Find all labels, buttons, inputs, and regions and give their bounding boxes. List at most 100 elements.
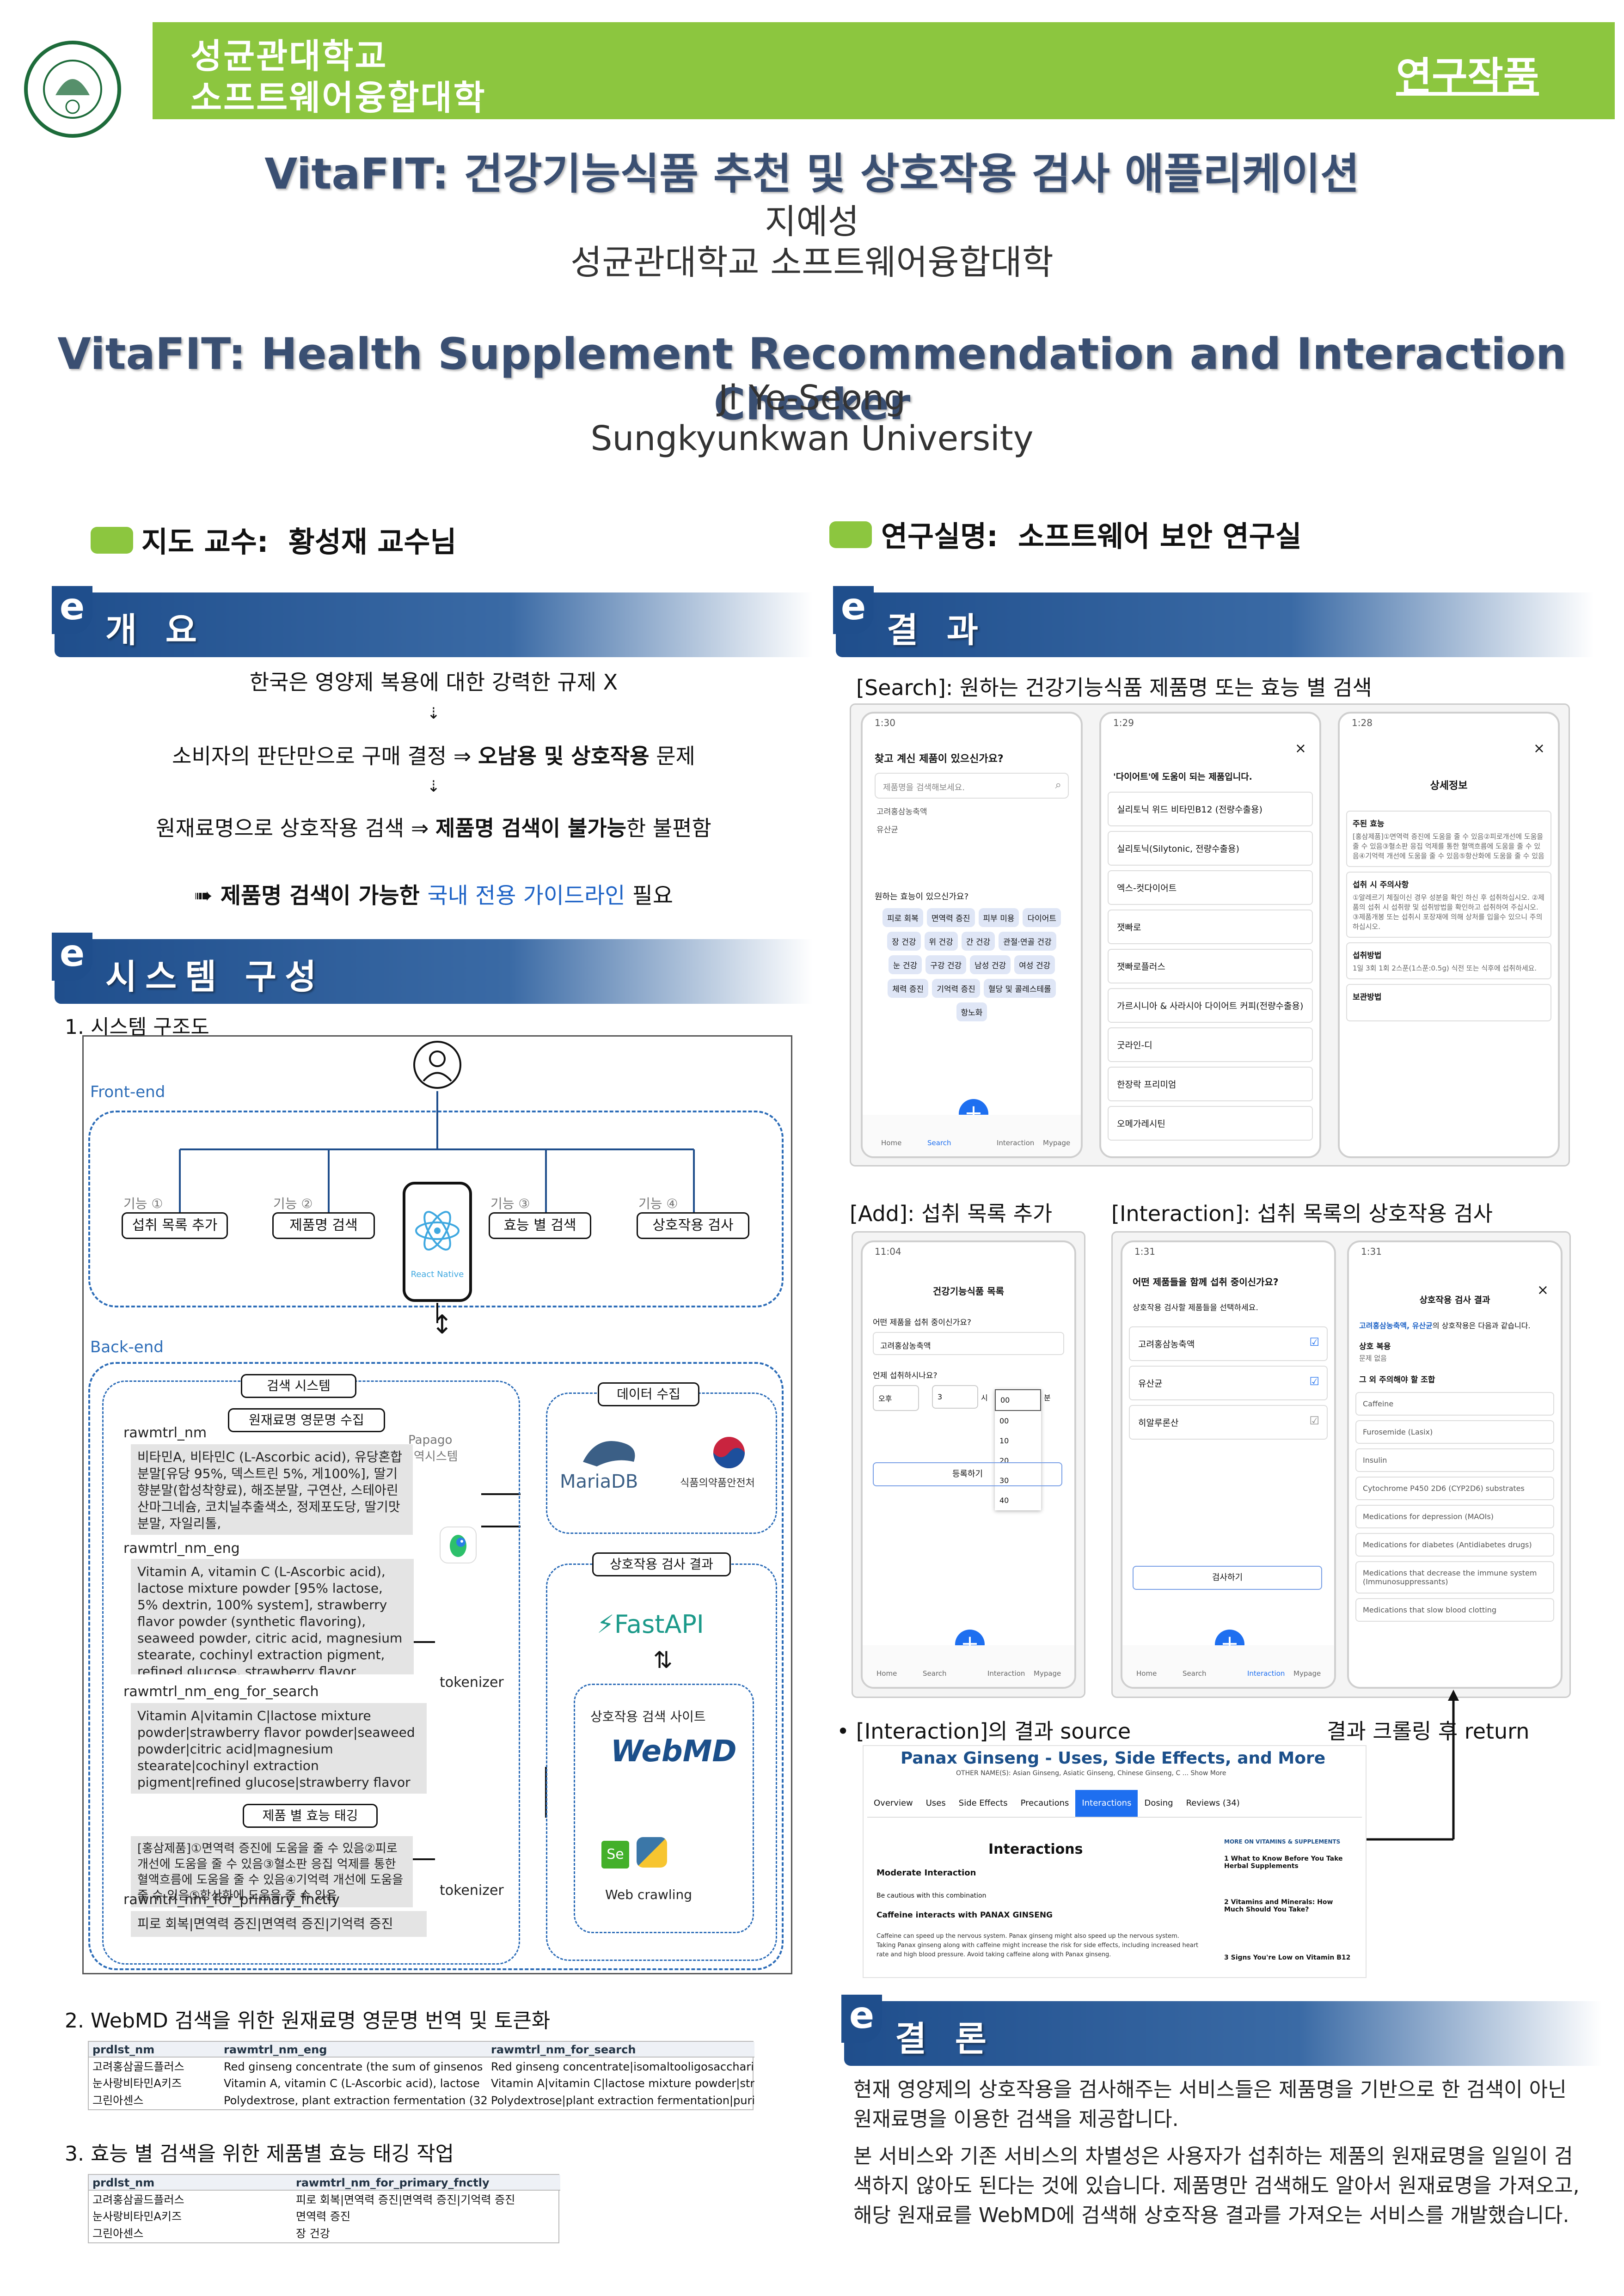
tab[interactable]: Reviews (34) <box>1186 1798 1240 1808</box>
effect-chip[interactable]: 면역력 증진 <box>926 908 975 927</box>
webmd-side-1[interactable]: 1 What to Know Before You Take Herbal Su… <box>1224 1855 1343 1870</box>
webmd-side-2[interactable]: 2 Vitamins and Minerals: How Much Should… <box>1224 1899 1333 1913</box>
backend-label: Back-end <box>90 1338 164 1356</box>
minute-option[interactable]: 00 <box>999 1417 1009 1425</box>
product-item[interactable]: 잿빠로플러스 <box>1108 949 1313 983</box>
section-e-icon: e <box>52 586 92 634</box>
combo-item[interactable]: Medications that decrease the immune sys… <box>1355 1561 1554 1594</box>
minute-option[interactable]: 40 <box>999 1496 1009 1505</box>
tab[interactable]: Overview <box>874 1798 913 1808</box>
system-title: 시스템 구성 <box>105 957 325 997</box>
nav-home[interactable]: Home <box>1136 1669 1157 1678</box>
table-cell: 고려홍삼골드플러스 <box>92 2193 184 2206</box>
combo-item[interactable]: Furosemide (Lasix) <box>1355 1420 1554 1444</box>
combo-item[interactable]: Medications that slow blood clotting <box>1355 1598 1554 1622</box>
product-item[interactable]: 가르시니아 & 사라시아 다이어트 커피(전량수출용) <box>1108 988 1313 1023</box>
minute-option[interactable]: 30 <box>999 1476 1009 1485</box>
effect-chip[interactable]: 다이어트 <box>1023 908 1061 927</box>
college-name-line2: 소프트웨어융합대학 <box>190 78 486 118</box>
col-header[interactable]: prdlst_nm <box>89 2042 220 2058</box>
product-item[interactable]: 실리토닉 위드 비타민B12 (전량수출용) <box>1108 792 1313 826</box>
interaction-caption: [Interaction]: 섭취 목록의 상호작용 검사 <box>1111 1201 1493 1226</box>
col-header[interactable]: rawmtrl_nm_eng <box>220 2042 487 2058</box>
nav-mypage[interactable]: Mypage <box>1034 1669 1061 1678</box>
nav-mypage[interactable]: Mypage <box>1293 1669 1321 1678</box>
tab[interactable]: Uses <box>925 1798 946 1808</box>
col-header[interactable]: rawmtrl_nm_for_primary_fnctly <box>292 2175 560 2191</box>
effect-chip[interactable]: 구강 건강 <box>925 955 967 974</box>
lab-marker <box>829 521 872 548</box>
effect-chip[interactable]: 기억력 증진 <box>932 979 980 998</box>
tab[interactable]: Precautions <box>1020 1798 1069 1808</box>
user-icon <box>413 1041 461 1089</box>
ampm-select[interactable]: 오후 <box>873 1385 919 1411</box>
checkbox-checked-icon[interactable]: ☑ <box>1309 1336 1319 1349</box>
nav-search[interactable]: Search <box>923 1669 947 1678</box>
nav-interaction[interactable]: Interaction <box>997 1139 1035 1147</box>
effect-chip[interactable]: 간 건강 <box>961 932 995 951</box>
check-button[interactable]: 검사하기 <box>1133 1566 1322 1590</box>
minute-selected[interactable]: 00 <box>995 1389 1041 1411</box>
nav-search[interactable]: Search <box>1183 1669 1207 1678</box>
select-item[interactable]: 고려홍삼농축액☑ <box>1129 1326 1328 1361</box>
results-title: 결 과 <box>887 611 987 650</box>
register-button[interactable]: 등록하기 <box>873 1462 1062 1486</box>
combo-item[interactable]: Caffeine <box>1355 1392 1554 1416</box>
effect-chip[interactable]: 장 건강 <box>887 932 921 951</box>
tab[interactable]: Side Effects <box>958 1798 1008 1808</box>
effect-chip[interactable]: 혈당 및 콜레스테롤 <box>983 979 1056 998</box>
select-item[interactable]: 유산균☑ <box>1129 1366 1328 1400</box>
tab[interactable]: Dosing <box>1144 1798 1173 1808</box>
table-cell: 피로 회복|면역력 증진|면역력 증진|기억력 증진 <box>296 2193 515 2206</box>
table-caption-2: 2. WebMD 검색을 위한 원재료명 영문명 번역 및 토큰화 <box>65 2009 551 2033</box>
recent-search[interactable]: 유산균 <box>876 825 898 835</box>
effect-chip[interactable]: 피로 회복 <box>882 908 923 927</box>
product-item[interactable]: 잿빠로 <box>1108 910 1313 944</box>
effect-chip[interactable]: 관절·연골 건강 <box>999 932 1056 951</box>
checkbox-icon[interactable]: ☑ <box>1309 1414 1319 1427</box>
effect-chip[interactable]: 남성 건강 <box>970 955 1011 974</box>
effect-chip[interactable]: 항노화 <box>956 1002 987 1021</box>
combo-item[interactable]: Insulin <box>1355 1448 1554 1472</box>
effect-chip[interactable]: 피부 미용 <box>978 908 1019 927</box>
hour-select[interactable]: 3 <box>932 1385 978 1409</box>
combo-item[interactable]: Medications for depression (MAOIs) <box>1355 1505 1554 1528</box>
nav-mypage[interactable]: Mypage <box>1043 1139 1071 1147</box>
nav-interaction[interactable]: Interaction <box>987 1669 1025 1678</box>
effect-result-phone: 1:29 × '다이어트'에 도움이 되는 제품입니다. 실리토닉 위드 비타민… <box>1099 712 1321 1158</box>
combo-item[interactable]: Medications for diabetes (Antidiabetes d… <box>1355 1533 1554 1557</box>
product-item[interactable]: 오메가레시틴 <box>1108 1106 1313 1141</box>
col-header[interactable]: rawmtrl_nm_for_search <box>487 2042 754 2058</box>
nav-interaction[interactable]: Interaction <box>1247 1669 1285 1678</box>
react-native-label: React Native <box>411 1270 464 1279</box>
effect-chip[interactable]: 체력 증진 <box>888 979 929 998</box>
webmd-careful: Be cautious with this combination <box>876 1892 987 1899</box>
nav-home[interactable]: Home <box>876 1669 897 1678</box>
effect-chip[interactable]: 위 건강 <box>924 932 958 951</box>
webmd-side-3[interactable]: 3 Signs You're Low on Vitamin B12 <box>1224 1954 1351 1961</box>
product-item[interactable]: 실리토닉(Silytonic, 전량수출용) <box>1108 831 1313 866</box>
product-field[interactable]: 고려홍삼농축액 <box>873 1332 1064 1355</box>
section-e-icon: e <box>52 933 92 981</box>
product-item[interactable]: 굿라인-디 <box>1108 1027 1313 1062</box>
col-header[interactable]: prdlst_nm <box>89 2175 292 2191</box>
product-item[interactable]: 한장락 프리미엄 <box>1108 1067 1313 1101</box>
combo-item[interactable]: Cytochrome P450 2D6 (CYP2D6) substrates <box>1355 1477 1554 1500</box>
minute-option[interactable]: 10 <box>999 1436 1009 1445</box>
recent-search[interactable]: 고려홍삼농축액 <box>876 807 927 817</box>
close-icon[interactable]: × <box>1294 740 1306 757</box>
checkbox-checked-icon[interactable]: ☑ <box>1309 1375 1319 1388</box>
tab-interactions[interactable]: Interactions <box>1075 1790 1138 1817</box>
effect-chip[interactable]: 여성 건강 <box>1014 955 1055 974</box>
nav-search[interactable]: Search <box>927 1139 951 1147</box>
mfds-logo-icon <box>713 1437 745 1468</box>
select-item[interactable]: 히알루론산☑ <box>1129 1405 1328 1440</box>
close-icon[interactable]: × <box>1533 740 1545 757</box>
close-icon[interactable]: × <box>1537 1282 1549 1298</box>
nav-home[interactable]: Home <box>881 1139 902 1147</box>
search-input[interactable]: 제품명을 검색해보세요.⌕ <box>875 773 1069 799</box>
table-cell: 고려홍삼골드플러스 <box>92 2060 184 2073</box>
effect-chip[interactable]: 눈 건강 <box>888 955 922 974</box>
product-item[interactable]: 엑스-컷다이어트 <box>1108 870 1313 905</box>
